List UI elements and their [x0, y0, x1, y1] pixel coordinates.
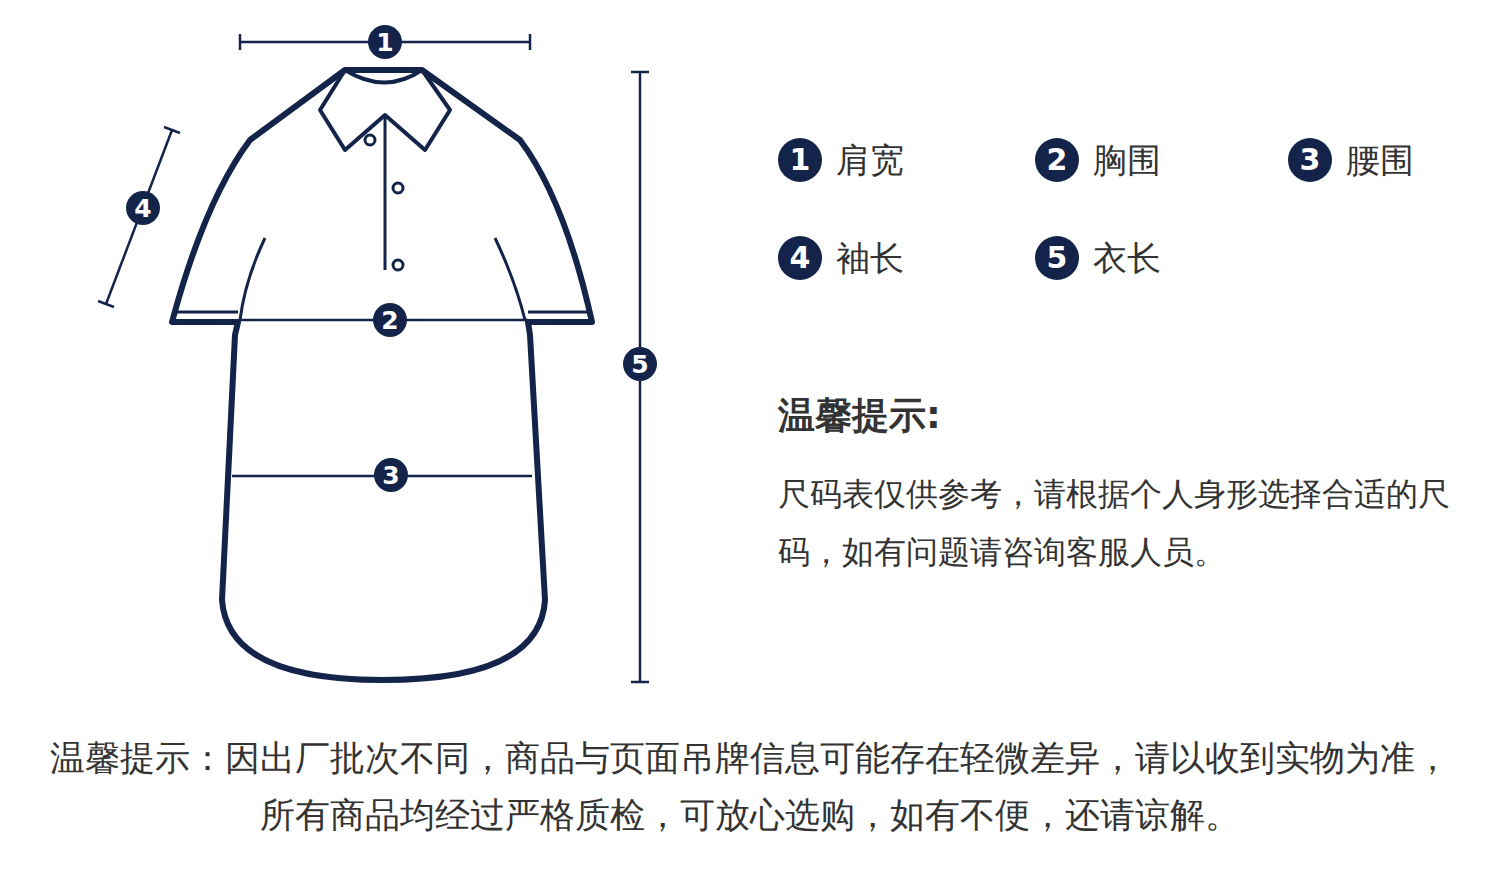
shirt-outline [172, 70, 592, 680]
tip-text: 尺码表仅供参考，请根据个人身形选择合适的尺码，如有问题请咨询客服人员。 [778, 466, 1468, 581]
sleeve-cuff-stripe [175, 311, 238, 314]
callout-number: 5 [1047, 243, 1068, 273]
legend-circle: 4袖长 [778, 236, 822, 280]
legend-label: 肩宽 [836, 140, 904, 181]
legend-label: 腰围 [1346, 140, 1414, 181]
legend-circle: 1肩宽 [778, 138, 822, 182]
callout-number: 3 [1300, 145, 1321, 175]
legend-circle: 2胸围 [1035, 138, 1079, 182]
legend-circle: 5衣长 [1035, 236, 1079, 280]
legend-label: 胸围 [1093, 140, 1161, 181]
callout-number: 2 [381, 308, 398, 333]
callout-circle: 1 [368, 25, 402, 59]
placket-line [384, 115, 387, 270]
tip-heading: 温馨提示: [778, 392, 1078, 440]
callout-circle: 5 [623, 347, 657, 381]
legend-label: 袖长 [836, 238, 904, 279]
legend-label: 衣长 [1093, 238, 1161, 279]
callout-number: 4 [790, 243, 811, 273]
sleeve-cuff-stripe [528, 311, 590, 314]
sleeve-dimension-line [98, 127, 180, 307]
callout-number: 2 [1047, 145, 1068, 175]
callout-circle: 2 [373, 303, 407, 337]
callout-number: 4 [134, 196, 151, 221]
callout-circle: 4 [126, 191, 160, 225]
armhole-seam [240, 238, 265, 320]
callout-number: 1 [790, 145, 811, 175]
callout-circle: 3 [374, 458, 408, 492]
callout-number: 1 [376, 30, 393, 55]
button [365, 135, 375, 145]
legend-circle: 3腰围 [1288, 138, 1332, 182]
armhole-seam [495, 238, 525, 320]
button [393, 260, 403, 270]
callout-number: 5 [631, 352, 648, 377]
callout-number: 3 [382, 463, 399, 488]
button [393, 183, 403, 193]
bottom-note: 温馨提示：因出厂批次不同，商品与页面吊牌信息可能存在轻微差异，请以收到实物为准，… [40, 730, 1460, 843]
